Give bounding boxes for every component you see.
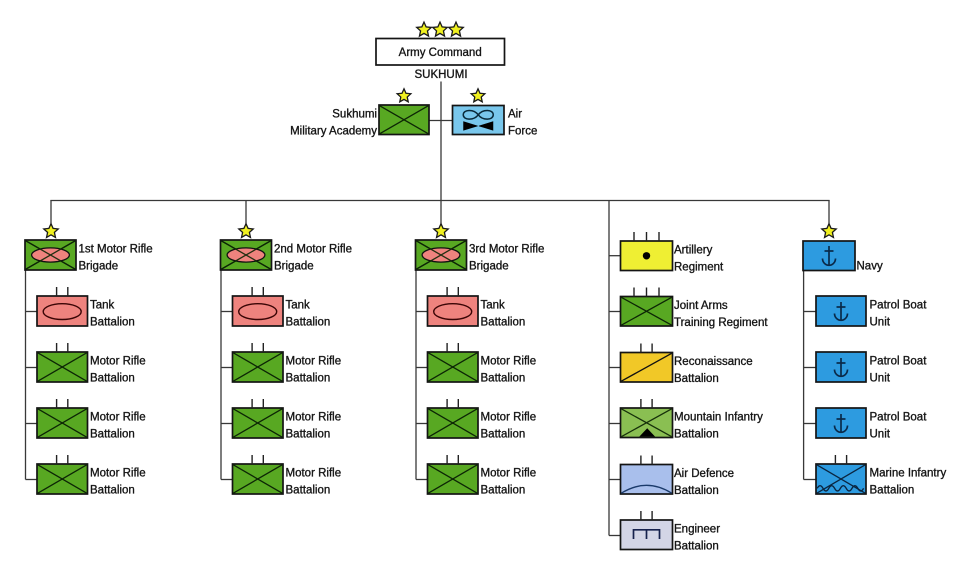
svg-text:SUKHUMI: SUKHUMI	[414, 69, 467, 81]
svg-text:Unit: Unit	[870, 429, 891, 441]
svg-text:Regiment: Regiment	[674, 262, 724, 274]
svg-text:Motor Rifle: Motor Rifle	[286, 411, 342, 423]
svg-text:Battalion: Battalion	[481, 429, 526, 441]
svg-text:Tank: Tank	[481, 299, 506, 311]
svg-text:Motor Rifle: Motor Rifle	[90, 467, 146, 479]
svg-text:Battalion: Battalion	[674, 373, 719, 385]
svg-text:Motor Rifle: Motor Rifle	[481, 411, 537, 423]
svg-text:Military Academy: Military Academy	[290, 125, 377, 137]
svg-text:Motor Rifle: Motor Rifle	[481, 355, 537, 367]
svg-text:Tank: Tank	[90, 299, 115, 311]
svg-text:Battalion: Battalion	[481, 485, 526, 497]
svg-text:Motor Rifle: Motor Rifle	[286, 467, 342, 479]
svg-text:Marine Infantry: Marine Infantry	[870, 467, 947, 479]
svg-text:Brigade: Brigade	[469, 261, 509, 273]
svg-text:Brigade: Brigade	[79, 261, 119, 273]
svg-text:Battalion: Battalion	[286, 429, 331, 441]
svg-text:Battalion: Battalion	[90, 373, 135, 385]
svg-text:Patrol Boat: Patrol Boat	[870, 299, 928, 311]
svg-text:Tank: Tank	[286, 299, 311, 311]
svg-text:Air: Air	[508, 108, 522, 120]
svg-text:Air Defence: Air Defence	[674, 468, 734, 480]
svg-text:Battalion: Battalion	[481, 317, 526, 329]
svg-text:Artillery: Artillery	[674, 244, 713, 256]
svg-text:Patrol Boat: Patrol Boat	[870, 355, 928, 367]
svg-text:Battalion: Battalion	[870, 485, 915, 497]
svg-text:Force: Force	[508, 125, 537, 137]
svg-text:Brigade: Brigade	[274, 261, 314, 273]
svg-text:Engineer: Engineer	[674, 523, 720, 535]
svg-text:Battalion: Battalion	[286, 317, 331, 329]
svg-text:Training Regiment: Training Regiment	[674, 317, 768, 329]
svg-text:Army Command: Army Command	[399, 47, 482, 59]
svg-text:Battalion: Battalion	[286, 373, 331, 385]
svg-text:Battalion: Battalion	[90, 429, 135, 441]
svg-text:Patrol Boat: Patrol Boat	[870, 411, 928, 423]
svg-text:Motor Rifle: Motor Rifle	[286, 355, 342, 367]
svg-text:Battalion: Battalion	[674, 485, 719, 497]
svg-text:Motor Rifle: Motor Rifle	[90, 411, 146, 423]
svg-text:2nd Motor Rifle: 2nd Motor Rifle	[274, 243, 352, 255]
svg-text:Reconaissance: Reconaissance	[674, 356, 753, 368]
svg-text:Unit: Unit	[870, 373, 891, 385]
svg-text:Battalion: Battalion	[481, 373, 526, 385]
svg-text:Motor Rifle: Motor Rifle	[90, 355, 146, 367]
svg-text:Battalion: Battalion	[90, 317, 135, 329]
svg-text:Sukhumi: Sukhumi	[332, 108, 377, 120]
svg-text:1st Motor Rifle: 1st Motor Rifle	[79, 243, 153, 255]
svg-text:Motor Rifle: Motor Rifle	[481, 467, 537, 479]
svg-text:Battalion: Battalion	[674, 541, 719, 553]
svg-text:Battalion: Battalion	[674, 429, 719, 441]
svg-text:Joint Arms: Joint Arms	[674, 300, 728, 312]
svg-text:3rd Motor Rifle: 3rd Motor Rifle	[469, 243, 544, 255]
svg-text:Navy: Navy	[857, 260, 883, 272]
svg-text:Battalion: Battalion	[90, 485, 135, 497]
svg-text:Mountain Infantry: Mountain Infantry	[674, 411, 763, 423]
svg-text:Unit: Unit	[870, 317, 891, 329]
svg-text:Battalion: Battalion	[286, 485, 331, 497]
